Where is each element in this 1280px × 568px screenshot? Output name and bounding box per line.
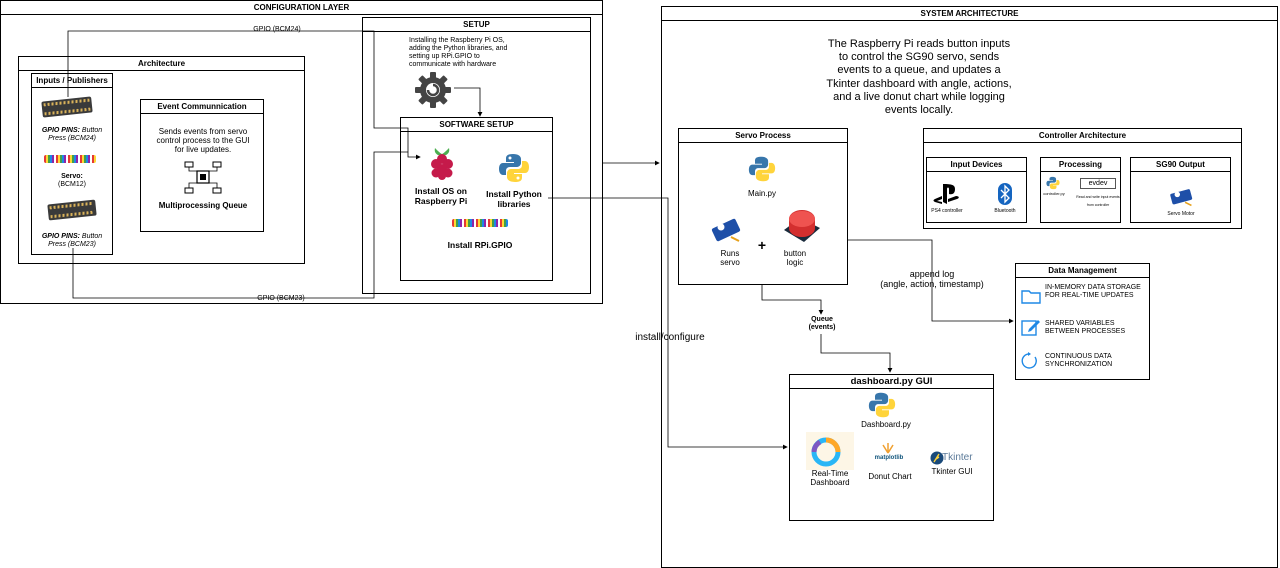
python-icon [499,154,529,182]
append-log-label: append log(angle, action, timestamp) [880,269,984,290]
setup-title: SETUP [363,18,590,32]
tkinter-gui-label: Tkinter GUI [931,467,973,476]
dashboard-icon [806,432,854,470]
sg90-output-title: SG90 Output [1131,158,1230,172]
install-python-label: Install Python libraries [486,189,542,209]
servo-process-title: Servo Process [679,129,847,143]
gpio-bcm23-label: GPIO (BCM23) [254,295,308,304]
evdev-box: evdev [1080,178,1116,189]
edit-icon [1021,320,1040,336]
install-configure-label: install/configure [635,332,705,343]
event-communication-box: Event Communnication Sends events from s… [140,99,264,232]
refresh-icon [1021,352,1037,369]
raspberry-pi-icon [431,148,453,180]
servo-bcm12-label: Servo: (BCM12) [57,173,86,189]
gear-icon [415,72,451,108]
tkinter-feather-icon [930,451,944,465]
folder-icon [1021,290,1041,304]
multiprocessing-icon [184,161,222,194]
servo-icon [1170,189,1193,207]
data-management-item-2: SHARED VARIABLES BETWEEN PROCESSES [1045,320,1126,336]
input-devices-box: Input Devices [926,157,1027,223]
install-os-label: Install OS on Raspberry Pi [414,186,468,206]
processing-box: Processing [1040,157,1121,223]
architecture-title: Architecture [19,57,304,71]
button-logic-label: button logic [783,249,807,268]
configuration-layer-title: CONFIGURATION LAYER [1,1,602,15]
software-setup-title: SOFTWARE SETUP [401,118,552,132]
bluetooth-label: Bluetooth [994,208,1016,214]
gpio-pins-bcm23-label: GPIO PINS: Button Press (BCM23) [41,233,103,249]
data-management-item-3: CONTINUOUS DATA SYNCHRONIZATION [1045,353,1113,369]
multiprocessing-queue-label: Multiprocessing Queue [158,201,248,210]
dashboard-py-label: Dashboard.py [861,420,911,429]
install-rpi-gpio-label: Install RPi.GPIO [447,240,513,250]
setup-text: Installing the Raspberry Pi OS, adding t… [409,37,508,69]
servo-process-box: Servo Process [678,128,848,285]
playstation-icon [933,184,959,204]
queue-events-label: Queue (events) [808,316,836,332]
servo-motor-label: Servo Motor [1167,211,1195,217]
servo-header-icon [44,155,96,163]
evdev-label: evdev [1088,180,1108,187]
evdev-note: Read and write input events from control… [1076,195,1120,208]
gpio-pins-bcm24-label: GPIO PINS: Button Press (BCM24) [41,127,103,143]
servo-icon [711,217,741,242]
input-devices-title: Input Devices [927,158,1026,172]
processing-title: Processing [1041,158,1120,172]
controller-architecture-title: Controller Architecture [924,129,1241,143]
python-icon [748,156,776,182]
data-management-title: Data Management [1016,264,1149,278]
python-icon [868,392,896,418]
event-communication-title: Event Communnication [141,100,263,114]
matplotlib-icon [882,443,894,454]
rpi-gpio-icon [452,219,508,227]
system-architecture-title: SYSTEM ARCHITECTURE [662,7,1277,21]
inputs-publishers-title: Inputs / Publishers [32,74,112,88]
donut-chart-label: Donut Chart [868,472,912,481]
software-setup-box: SOFTWARE SETUP [400,117,553,281]
gpio-bcm24-label: GPIO (BCM24) [250,26,304,35]
main-py-label: Main.py [747,189,776,198]
sg90-output-box: SG90 Output [1130,157,1231,223]
matplotlib-logo: matplotlib [874,455,904,461]
red-button-icon [784,210,820,242]
bluetooth-icon [998,183,1012,205]
ps4-controller-label: PS4 controller [931,208,963,214]
plus-sign: + [757,237,767,253]
realtime-dashboard-label: Real-Time Dashboard [810,469,850,488]
dashboard-gui-title: dashboard.py GUI [790,375,993,389]
python-icon [1046,176,1060,190]
runs-servo-label: Runs servo [720,249,740,268]
system-description: The Raspberry Pi reads button inputs to … [826,38,1012,116]
event-communication-text: Sends events from servo control process … [156,127,250,155]
tkinter-logo: Tkinter [942,452,973,463]
data-management-item-1: IN-MEMORY DATA STORAGE FOR REAL-TIME UPD… [1045,284,1141,300]
controller-py-label: controller.py [1043,191,1065,196]
